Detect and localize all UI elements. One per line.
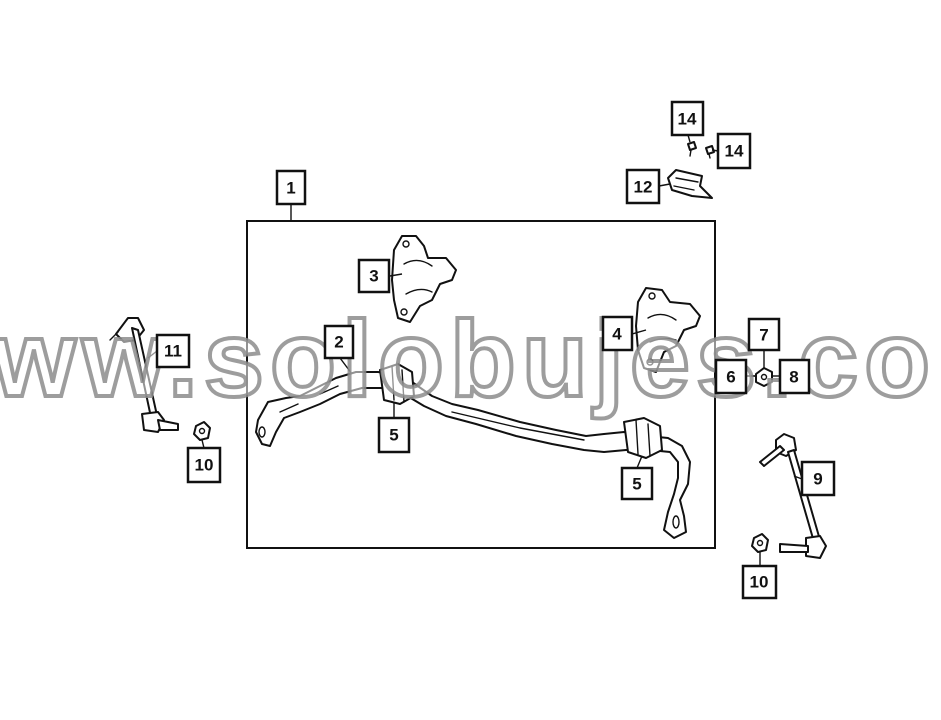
callout-5-left: 5 <box>377 416 411 454</box>
callout-14-right: 14 <box>716 132 752 170</box>
callout-1-label: 1 <box>286 179 295 198</box>
nut-left <box>193 421 211 441</box>
callout-4-label: 4 <box>612 325 622 344</box>
callout-1: 1 <box>275 169 307 206</box>
clip-fasteners <box>687 141 715 159</box>
callout-10-right: 10 <box>741 564 778 600</box>
callout-4: 4 <box>601 315 634 352</box>
callout-3: 3 <box>357 258 391 294</box>
heat-shield <box>667 169 713 199</box>
callout-5-right: 5 <box>620 466 654 501</box>
leader-lines <box>147 134 803 566</box>
callout-7: 7 <box>747 317 781 352</box>
callout-6-label: 6 <box>726 368 735 387</box>
bar-bushing-right <box>623 417 663 459</box>
callout-8: 8 <box>778 358 811 395</box>
bushing-clamp-right <box>635 287 701 373</box>
callout-5-right-label: 5 <box>632 475 641 494</box>
callout-5-left-label: 5 <box>389 426 398 445</box>
callout-12-label: 12 <box>634 178 653 197</box>
callout-14-right-label: 14 <box>725 142 744 161</box>
callout-12: 12 <box>625 168 661 205</box>
callout-3-label: 3 <box>369 267 378 286</box>
callout-9: 9 <box>800 460 836 497</box>
callout-9-label: 9 <box>813 470 822 489</box>
callout-10-left-label: 10 <box>195 456 214 475</box>
callout-6: 6 <box>714 358 748 395</box>
callout-14-top: 14 <box>670 100 705 137</box>
bar-bushing-left <box>379 363 415 405</box>
stabilizer-link-left <box>109 317 179 433</box>
nut-right <box>751 533 769 553</box>
callout-14-top-label: 14 <box>678 110 697 129</box>
callout-10-left: 10 <box>186 446 222 484</box>
callout-2: 2 <box>323 324 355 360</box>
bushing-clamp-left <box>391 235 457 323</box>
callout-7-label: 7 <box>759 326 768 345</box>
callout-11: 11 <box>155 333 191 369</box>
callout-10-right-label: 10 <box>750 573 769 592</box>
callout-8-label: 8 <box>789 368 798 387</box>
callout-11-label: 11 <box>164 342 182 361</box>
callout-2-label: 2 <box>334 333 343 352</box>
watermark-text: www.solobujes.com <box>0 298 941 419</box>
